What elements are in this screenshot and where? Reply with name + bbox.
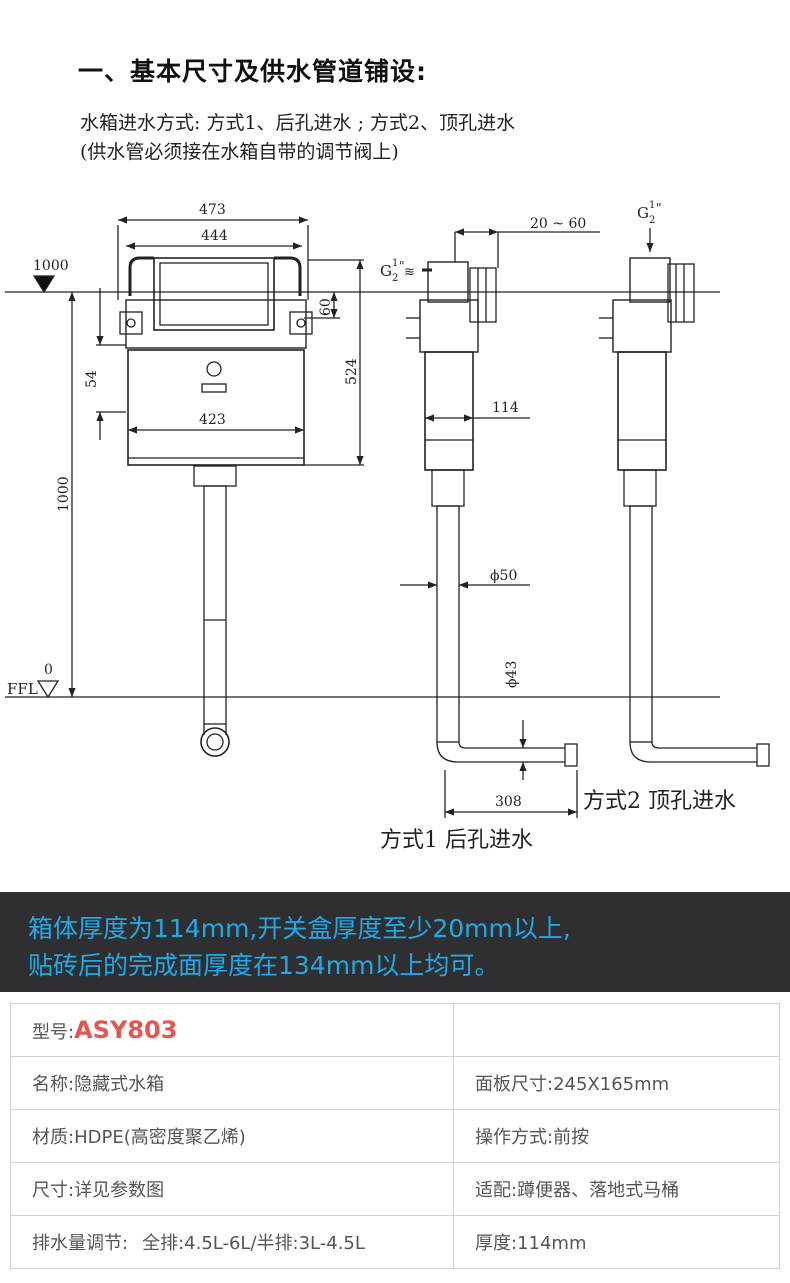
banner-line-1: 箱体厚度为114mm,开关盒厚度至少20mm以上, (28, 914, 571, 943)
cistern-side-view-method-1 (406, 261, 578, 767)
flush-button-icon (206, 361, 222, 377)
thickness: 厚度:114mm (453, 1215, 780, 1269)
intro-line-2: (供水管必须接在水箱自带的调节阀上) (80, 141, 399, 163)
compatibility: 适配:蹲便器、落地式马桶 (453, 1162, 780, 1216)
dim-20-60: 20 ~ 60 (530, 216, 586, 232)
dim-54: 54 (84, 370, 100, 388)
ffl-marker (36, 680, 60, 699)
level-1000-marker (32, 275, 56, 294)
size-value: 详见参数图 (74, 1180, 165, 1201)
dim-1000: 1000 (56, 476, 72, 512)
name-value: 隐藏式水箱 (74, 1074, 165, 1095)
flush-volume-value: 全排:4.5L-6L/半排:3L-4.5L (142, 1233, 365, 1254)
name-label: 名称: (32, 1074, 75, 1095)
thickness-banner: 箱体厚度为114mm,开关盒厚度至少20mm以上, 贴砖后的完成面厚度在134m… (0, 892, 790, 992)
flush-volume-label: 排水量调节: (32, 1233, 129, 1254)
panel-size: 面板尺寸:245X165mm (453, 1056, 780, 1110)
method-1-caption: 方式1 后孔进水 (380, 828, 533, 853)
spec-row-material: 材质:HDPE(高密度聚乙烯) 操作方式:前按 (10, 1109, 780, 1163)
material-label: 材质: (32, 1127, 75, 1148)
model-label: 型号: (32, 1022, 75, 1043)
dim-524: 524 (344, 358, 360, 385)
thread-quote-1: " (399, 259, 405, 273)
level-0-label: 0 (44, 662, 53, 678)
thread-den-1: 2 (392, 273, 398, 284)
thread-num-2: 1 (649, 200, 655, 211)
cistern-front-view (119, 256, 313, 757)
thread-label-g-1: G (380, 262, 392, 280)
dimension-drawing: 473 444 423 60 524 54 1000 1000 0 FFL 20… (5, 200, 770, 853)
spec-row-name: 名称:隐藏式水箱 面板尺寸:245X165mm (10, 1056, 780, 1110)
model-value: ASY803 (74, 1016, 178, 1044)
spec-row-size: 尺寸:详见参数图 适配:蹲便器、落地式马桶 (10, 1162, 780, 1216)
dim-phi50: ϕ50 (490, 568, 517, 584)
spec-right-empty (453, 1003, 780, 1057)
outlet-pipe-icon (200, 727, 230, 757)
operation-mode: 操作方式:前按 (453, 1109, 780, 1163)
thread-num-1: 1 (392, 258, 398, 269)
ffl-label: FFL (7, 680, 38, 698)
intro-line-1: 水箱进水方式: 方式1、后孔进水 ; 方式2、顶孔进水 (80, 112, 516, 134)
dim-308: 308 (495, 794, 522, 810)
cistern-side-view-method-2 (599, 228, 770, 767)
level-1000-label: 1000 (33, 258, 69, 274)
method-2-caption: 方式2 顶孔进水 (583, 789, 736, 814)
material-value: HDPE(高密度聚乙烯) (74, 1127, 246, 1148)
dim-114: 114 (492, 400, 519, 416)
size-label: 尺寸: (32, 1180, 75, 1201)
water-inlet-icon-1: ≋ (404, 265, 415, 280)
dim-444: 444 (201, 228, 228, 244)
spec-row-model: 型号:ASY803 (10, 1003, 780, 1057)
thread-label-g-2: G (637, 204, 649, 222)
banner-line-2: 贴砖后的完成面厚度在134mm以上均可。 (28, 951, 500, 980)
dim-phi43: ϕ43 (504, 661, 520, 688)
dim-423: 423 (199, 412, 226, 428)
spec-row-flush-volume: 排水量调节: 全排:4.5L-6L/半排:3L-4.5L 厚度:114mm (10, 1215, 780, 1269)
thread-quote-2: " (656, 201, 662, 215)
thread-den-2: 2 (649, 215, 655, 226)
dim-473: 473 (199, 202, 226, 218)
dim-60: 60 (318, 298, 334, 316)
section-heading: 一、基本尺寸及供水管道铺设: (78, 57, 427, 86)
spec-table: 型号:ASY803 名称:隐藏式水箱 面板尺寸:245X165mm 材质:HDP… (10, 1003, 780, 1269)
